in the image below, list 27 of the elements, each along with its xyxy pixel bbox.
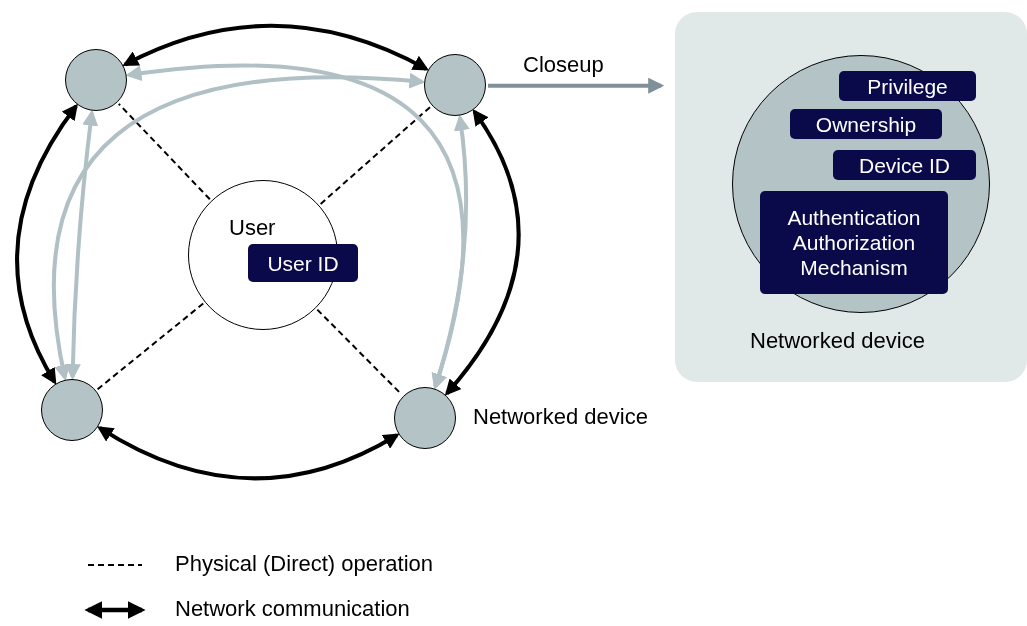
legend-label: Network communication [175, 596, 410, 622]
attribute-tag: Ownership [790, 109, 942, 139]
node-label: User [229, 215, 276, 241]
double-arrow [122, 23, 429, 71]
double-arrow [125, 63, 465, 390]
double-arrow [64, 109, 99, 381]
double-arrow [52, 73, 426, 381]
double-arrow [96, 426, 400, 481]
arrow [488, 77, 665, 94]
device-circle [65, 49, 127, 111]
dashed-line [96, 302, 205, 391]
double-arrow [431, 114, 470, 390]
attribute-tag: Device ID [833, 150, 976, 180]
node-label: Networked device [750, 328, 925, 354]
attribute-tag: Privilege [839, 71, 976, 101]
dashed-line [319, 105, 432, 205]
double-arrow [444, 109, 521, 396]
device-circle [394, 387, 456, 449]
device-circle [424, 54, 486, 116]
mechanism-tag: Authentication Authorization Mechanism [760, 191, 948, 294]
closeup-panel [675, 12, 1027, 382]
dashed-line [117, 102, 211, 201]
legend-label: Physical (Direct) operation [175, 551, 433, 577]
double-arrow [15, 103, 78, 385]
edge-label: Closeup [523, 52, 604, 78]
node-caption: Networked device [473, 404, 648, 430]
id-tag: User ID [248, 244, 358, 282]
